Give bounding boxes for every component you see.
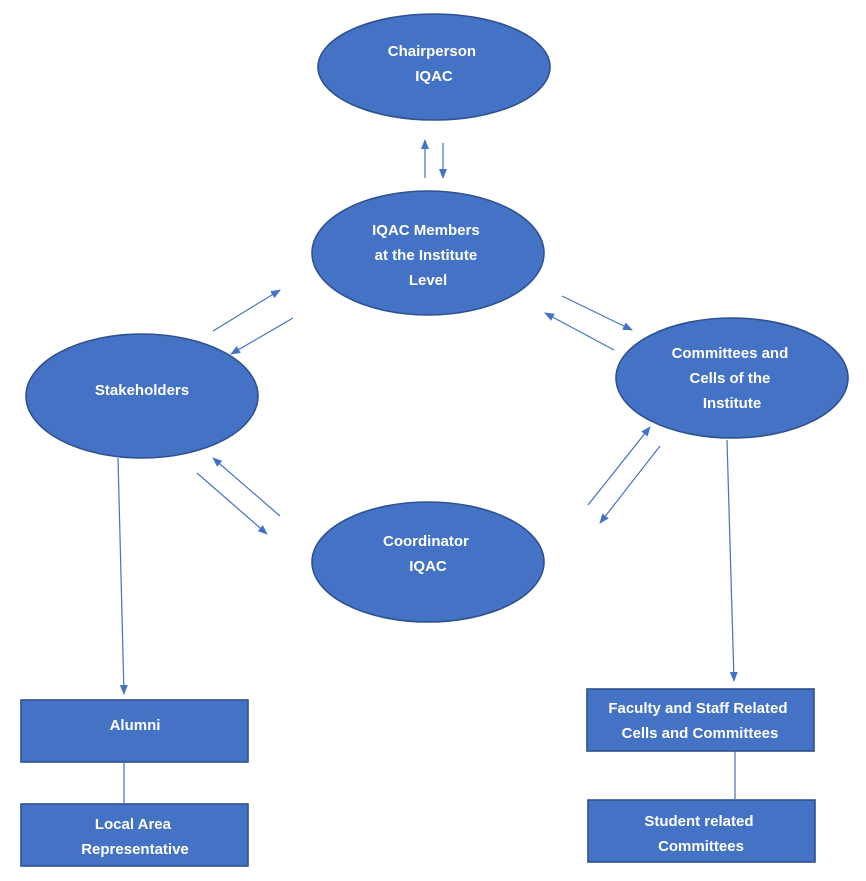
arrow-stakeholders-to-members — [212, 289, 281, 332]
connectors — [117, 139, 738, 803]
node-coordinator-label: Coordinator IQAC — [383, 533, 473, 575]
node-faculty-staff-label: Faculty and Staff Related Cells and Comm… — [608, 700, 791, 742]
arrow-stakeholders-to-coordinator — [196, 472, 268, 535]
arrow-members-to-stakeholders — [230, 317, 294, 355]
node-chairperson: Chairperson IQAC — [317, 13, 551, 121]
node-faculty-staff: Faculty and Staff Related Cells and Comm… — [586, 688, 815, 752]
node-coordinator: Coordinator IQAC — [311, 501, 545, 623]
arrow-committees-to-members — [544, 312, 615, 351]
node-iqac-members: IQAC Members at the Institute Level — [311, 190, 545, 316]
arrow-stakeholders-to-alumni — [117, 457, 128, 695]
node-alumni-label: Alumni — [110, 717, 161, 734]
node-student-committees-label: Student related Committees — [644, 813, 757, 855]
arrow-committees-to-faculty-staff — [726, 439, 738, 682]
node-local-area-label: Local Area Representative — [81, 816, 189, 858]
arrow-committees-to-coordinator — [599, 445, 661, 524]
node-stakeholders: Stakeholders — [25, 333, 259, 459]
arrow-coordinator-to-committees — [587, 426, 651, 506]
arrow-coordinator-to-stakeholders — [212, 457, 281, 517]
arrow-members-to-committees — [561, 295, 633, 331]
node-local-area: Local Area Representative — [20, 803, 249, 867]
node-stakeholders-label: Stakeholders — [95, 382, 189, 399]
node-student-committees: Student related Committees — [587, 799, 816, 863]
node-chairperson-label: Chairperson IQAC — [388, 43, 481, 85]
node-committees-cells: Committees and Cells of the Institute — [615, 317, 849, 439]
node-committees-cells-label: Committees and Cells of the Institute — [672, 345, 793, 412]
node-alumni: Alumni — [20, 699, 249, 763]
node-iqac-members-label: IQAC Members at the Institute Level — [372, 222, 484, 289]
